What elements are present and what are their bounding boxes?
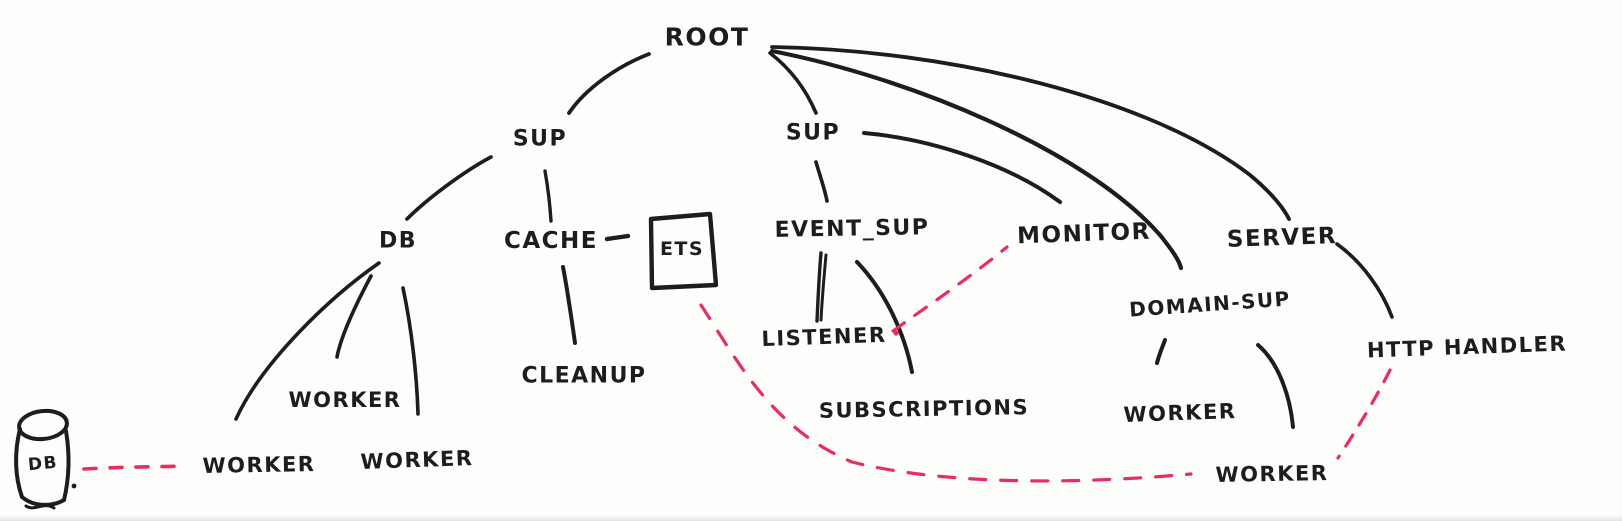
node-db-worker-top: WORKER	[288, 388, 402, 412]
node-listener: LISTENER	[761, 322, 887, 352]
db-cylinder-icon	[14, 408, 77, 510]
edge-root-domain-sup	[769, 48, 1184, 271]
edge-db-worker-right	[401, 286, 420, 416]
edge-sup-right-event-sup	[814, 160, 829, 203]
edge-db-worker-left	[234, 261, 381, 421]
node-event-sup: EVENT_SUP	[774, 215, 930, 243]
node-cache: CACHE	[503, 228, 599, 254]
edge-event-sup-listener-restroke	[819, 253, 828, 322]
node-domain-worker-bottom: WORKER	[1215, 461, 1329, 487]
node-db-store: DB	[27, 452, 59, 476]
db-cylinder-top	[17, 408, 69, 442]
node-server: SERVER	[1226, 223, 1338, 253]
node-cleanup: CLEANUP	[521, 363, 647, 389]
edge-server-http-handler	[1335, 242, 1394, 319]
edge-root-sup-left	[567, 52, 651, 115]
edge-sup-left-db	[405, 155, 493, 221]
link-http-handler-worker	[1336, 368, 1392, 460]
node-domain-worker-left: WORKER	[1123, 399, 1237, 427]
ets-box-icon	[648, 211, 719, 291]
node-db-worker-left: WORKER	[202, 452, 316, 478]
node-db-sup: DB	[378, 228, 418, 254]
node-monitor: MONITOR	[1016, 218, 1152, 250]
db-cylinder-bottom	[20, 495, 66, 507]
node-db-worker-right: WORKER	[360, 446, 474, 474]
node-ets: ETS	[659, 238, 705, 260]
edge-event-sup-listener	[815, 251, 823, 323]
link-ets-worker	[699, 303, 1193, 483]
node-sup-right: SUP	[785, 120, 841, 146]
edge-sup-right-monitor	[862, 131, 1062, 204]
db-cylinder-squiggle	[24, 504, 56, 510]
db-cylinder-left-side	[14, 427, 24, 499]
edge-db-worker-top	[335, 274, 373, 359]
edge-domain-sup-worker-bottom	[1256, 343, 1295, 429]
edge-cache-cleanup	[561, 265, 577, 345]
link-listener-endpoint-dot	[893, 330, 899, 336]
edge-sup-left-cache	[543, 169, 553, 223]
edge-cache-ets	[604, 233, 631, 242]
db-cylinder-right-side	[62, 429, 71, 502]
node-sup-left: SUP	[512, 126, 568, 152]
node-root: ROOT	[664, 22, 750, 52]
ink-dot	[71, 483, 77, 489]
link-db-store-worker	[82, 464, 188, 471]
link-listener-monitor	[891, 245, 1009, 333]
edge-domain-sup-worker-left	[1155, 338, 1167, 365]
edge-event-sup-subscriptions	[855, 260, 914, 374]
node-subscriptions: SUBSCRIPTIONS	[818, 395, 1030, 423]
edge-root-server	[770, 45, 1291, 221]
edge-root-sup-right	[768, 51, 818, 115]
